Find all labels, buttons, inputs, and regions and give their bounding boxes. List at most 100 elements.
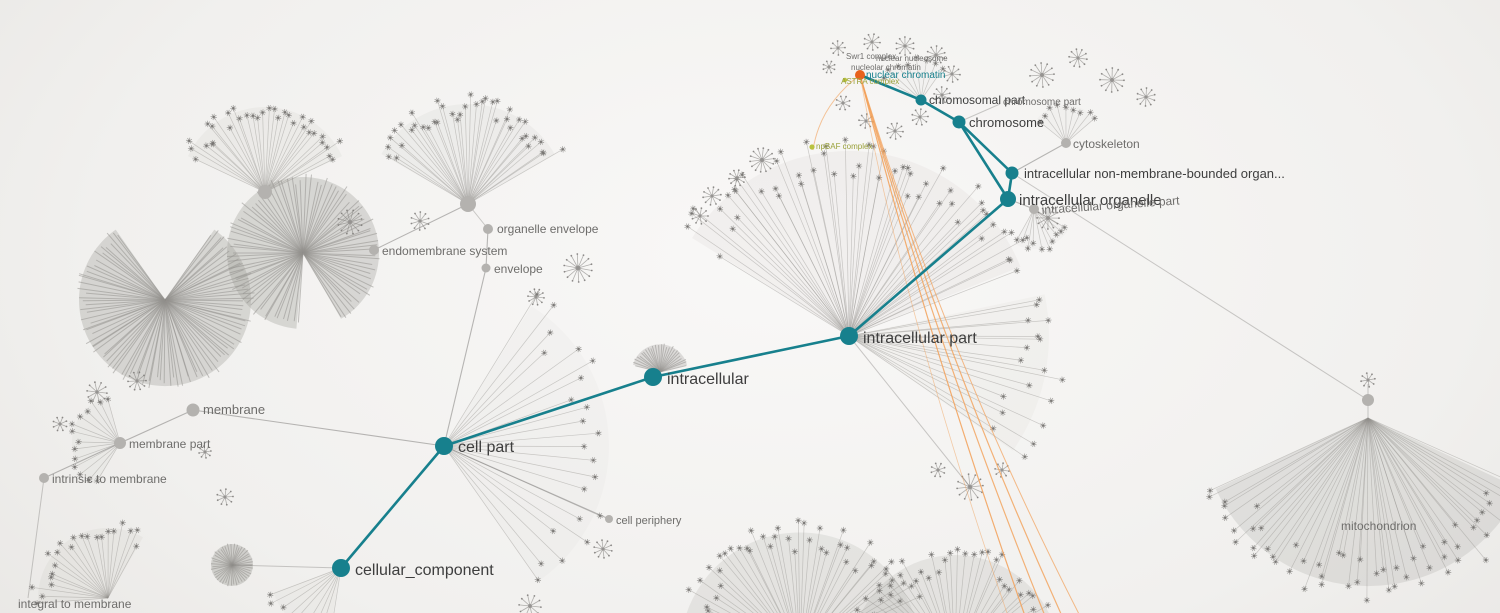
graph-node-membrane_part[interactable]	[114, 437, 126, 449]
cluster-flower	[593, 539, 613, 559]
graph-label[interactable]: mitochondrion	[1341, 519, 1416, 533]
graph-edge	[958, 103, 1001, 123]
graph-node-cell_periphery_n[interactable]	[605, 515, 613, 523]
graph-node-cytoskeleton_n[interactable]	[1061, 138, 1071, 148]
graph-edge	[119, 409, 194, 444]
layer-gedges	[27, 103, 1369, 599]
graph-node-intrapart[interactable]	[840, 327, 858, 345]
graph-edge	[443, 267, 487, 447]
graph-label[interactable]: nuclear chromatin	[866, 70, 945, 81]
cluster-flower	[1068, 48, 1088, 68]
graph-node-fanB_apex[interactable]	[460, 196, 476, 212]
graph-edge	[231, 564, 342, 569]
cluster-fan	[28, 519, 143, 607]
graph-node-endomembrane[interactable]	[369, 245, 379, 255]
cluster-flower	[518, 594, 542, 613]
graph-label: nucleolar chromatin	[851, 63, 921, 72]
graph-node-fanA_apex[interactable]	[258, 185, 272, 199]
graph-node-organelle_env[interactable]	[483, 224, 493, 234]
graph-node-organelle[interactable]	[1000, 191, 1016, 207]
graph-edge	[1011, 172, 1369, 401]
cluster-flower	[994, 462, 1010, 478]
graph-label[interactable]: membrane part	[129, 437, 211, 451]
search-hit-dot[interactable]	[842, 77, 848, 83]
graph-label[interactable]: cell periphery	[616, 515, 682, 527]
cluster-flower	[691, 207, 709, 225]
graph-label[interactable]: endomembrane system	[382, 244, 507, 258]
graph-node-membrane[interactable]	[186, 403, 200, 417]
cluster-flower	[52, 416, 68, 432]
search-hit-dot[interactable]	[809, 144, 815, 150]
graph-node-organelle_part_n[interactable]	[1029, 204, 1039, 214]
selected-path-edge	[652, 334, 850, 379]
selected-path-edge	[340, 445, 445, 569]
cluster-flower	[835, 95, 851, 111]
highlighted-path-edge	[859, 74, 1008, 613]
cluster-flower	[1360, 372, 1376, 388]
cluster-flower	[933, 86, 951, 104]
graph-node-cellpart[interactable]	[435, 437, 453, 455]
graph-label[interactable]: intracellular part	[863, 330, 977, 347]
graph-label[interactable]: cytoskeleton	[1073, 137, 1140, 151]
highlighted-path-edge	[859, 74, 1062, 613]
graph-label: Swr1 complex	[846, 52, 896, 61]
cluster-fan	[381, 91, 567, 205]
highlighted-path-edge	[812, 74, 861, 151]
graph-node-intrinsic[interactable]	[39, 473, 49, 483]
graph-node-nuclear_chromatin[interactable]	[855, 70, 865, 80]
selected-path-edge	[443, 375, 654, 448]
graph-label[interactable]: chromosome part	[1003, 97, 1081, 108]
cluster-flower	[1136, 87, 1156, 107]
graph-label[interactable]: intracellular non-membrane-bounded organ…	[1024, 166, 1285, 181]
cluster-flower	[930, 462, 946, 478]
cluster-fan	[226, 173, 380, 329]
graph-edge	[443, 445, 610, 520]
cluster-flower	[943, 65, 961, 83]
cluster-fan	[68, 396, 121, 485]
cluster-flower	[216, 488, 234, 506]
graph-node-cc[interactable]	[332, 559, 350, 577]
graph-label[interactable]: intrinsic to membrane	[52, 472, 167, 486]
graph-node-mito_stem[interactable]	[1362, 394, 1374, 406]
highlighted-path-edge	[859, 74, 1080, 613]
graph-label[interactable]: organelle envelope	[497, 222, 599, 236]
graph-node-envelope_n[interactable]	[481, 263, 491, 273]
cluster-flower	[830, 40, 846, 56]
graph-node-chrom_part[interactable]	[915, 94, 927, 106]
graph-label[interactable]: membrane	[203, 402, 265, 417]
cluster-flower	[410, 211, 430, 231]
graph-label[interactable]: chromosome	[969, 115, 1044, 130]
cluster-flower	[728, 169, 746, 187]
graph-edge	[373, 203, 469, 251]
cluster-flower	[1036, 206, 1060, 230]
cluster-flower	[749, 147, 775, 173]
cluster-fan	[1013, 208, 1069, 253]
cluster-flower	[702, 186, 722, 206]
cluster-flower	[337, 209, 363, 235]
cluster-flower	[127, 371, 147, 391]
graph-label[interactable]: envelope	[494, 262, 543, 276]
cluster-flower	[563, 253, 593, 283]
graph-label[interactable]: cellular_component	[355, 562, 494, 579]
layer-tedges	[340, 73, 1014, 569]
cluster-fan	[685, 517, 923, 613]
graph-label[interactable]: cell part	[458, 439, 515, 456]
cluster-flower	[1029, 62, 1055, 88]
graph-label[interactable]: intracellular organelle	[1019, 192, 1162, 209]
cluster-fan	[185, 104, 344, 193]
graph-edge	[192, 409, 445, 447]
cluster-fan	[684, 136, 1030, 337]
selected-path-edge	[848, 198, 1009, 337]
highlighted-path-edge	[859, 74, 1045, 613]
graph-label[interactable]: integral to membrane	[18, 597, 132, 611]
graph-node-nmb_organelle[interactable]	[1005, 166, 1019, 180]
cluster-fan	[210, 543, 253, 587]
graph-label[interactable]: intracellular	[667, 371, 749, 388]
layer-orange	[812, 74, 1080, 613]
cluster-flower	[895, 36, 915, 56]
graph-label[interactable]: chromosomal part	[929, 93, 1026, 107]
graph-node-chromosome[interactable]	[952, 115, 966, 129]
graph-node-intracellular[interactable]	[644, 368, 662, 386]
